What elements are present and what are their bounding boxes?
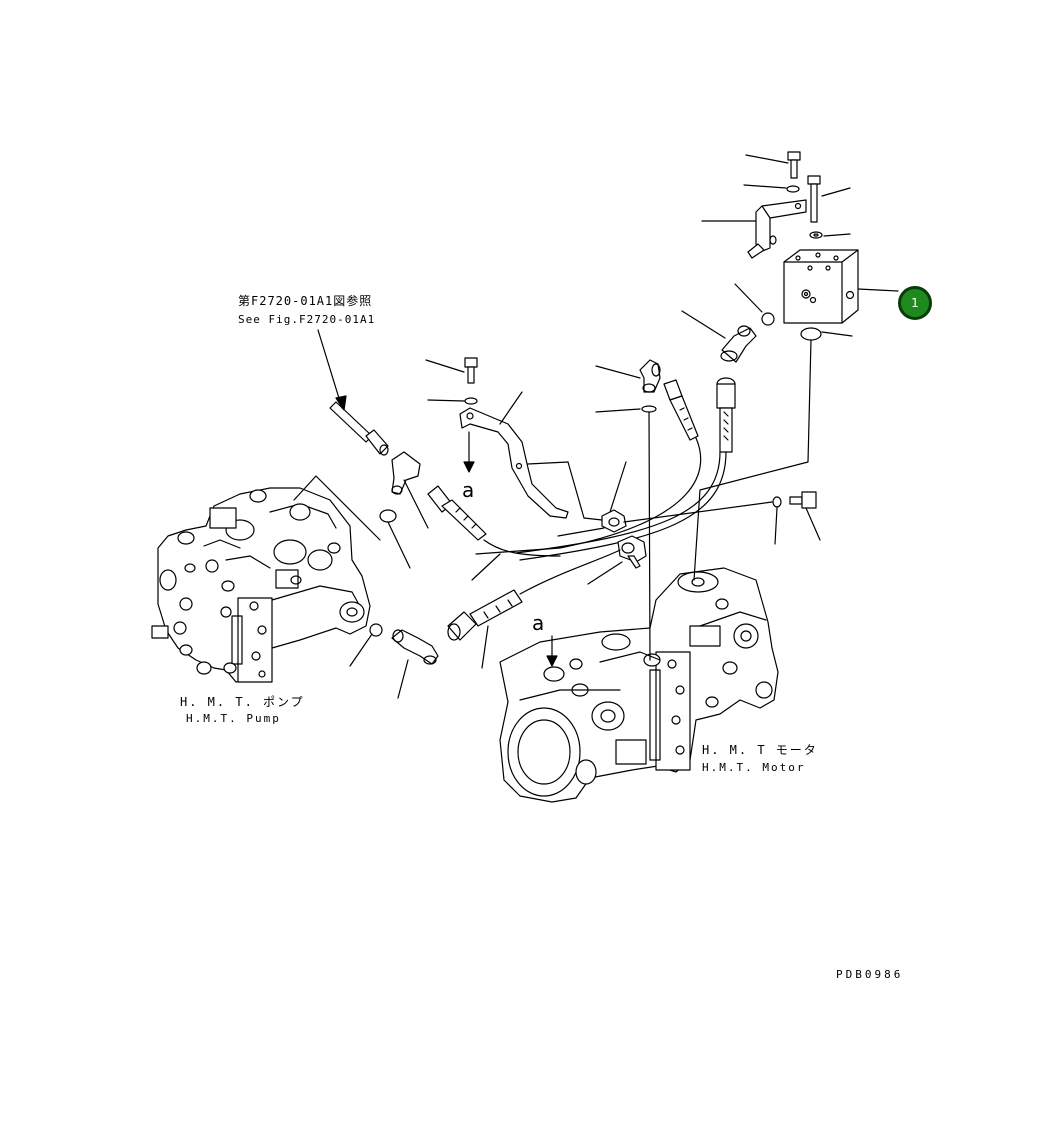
hose-1 — [515, 377, 736, 561]
hose-2 — [475, 379, 702, 555]
bolt-right — [789, 491, 817, 509]
hose-4 — [427, 485, 561, 557]
o-ring-4 — [379, 509, 397, 523]
drawing-code: PDB0986 — [836, 968, 904, 981]
view-marker-a-1: a — [462, 478, 475, 502]
clamp-2 — [617, 535, 647, 569]
hmt-motor — [499, 567, 779, 803]
reference-label-jp: 第F2720-01A1図参照 — [238, 294, 373, 308]
view-marker-a-2: a — [532, 611, 545, 635]
washer-right — [772, 496, 782, 508]
o-ring-3 — [641, 405, 657, 413]
o-ring-2 — [800, 327, 822, 341]
support-bracket — [459, 407, 569, 519]
motor-label-en: H.M.T. Motor — [702, 761, 806, 774]
clamp-1 — [601, 509, 627, 533]
valve-bracket — [747, 199, 807, 259]
elbow-fitting-1 — [720, 325, 757, 363]
bolt-top-2 — [807, 175, 821, 223]
valve-block — [783, 249, 859, 324]
washer-middle — [464, 397, 478, 405]
reference-label-en: See Fig.F2720-01A1 — [238, 313, 376, 326]
o-ring-1 — [761, 312, 775, 326]
bolt-middle — [464, 357, 478, 384]
part-callout-1[interactable]: 1 — [898, 286, 932, 320]
washer-top-2 — [809, 231, 823, 239]
pump-label-en: H.M.T. Pump — [186, 712, 281, 725]
elbow-fitting-2 — [639, 359, 661, 393]
hose-3 — [329, 401, 389, 456]
bolt-top-1 — [787, 151, 801, 179]
pump-label-jp: H. M. T. ポンプ — [180, 695, 305, 709]
elbow-fitting-3 — [391, 629, 439, 665]
hose-5 — [447, 549, 621, 641]
tee-fitting — [391, 451, 421, 495]
washer-top-1 — [786, 185, 800, 193]
hmt-pump — [151, 487, 371, 683]
motor-label-jp: H. M. T モータ — [702, 743, 818, 757]
leader-lines — [293, 154, 899, 699]
o-ring-5 — [369, 623, 383, 637]
